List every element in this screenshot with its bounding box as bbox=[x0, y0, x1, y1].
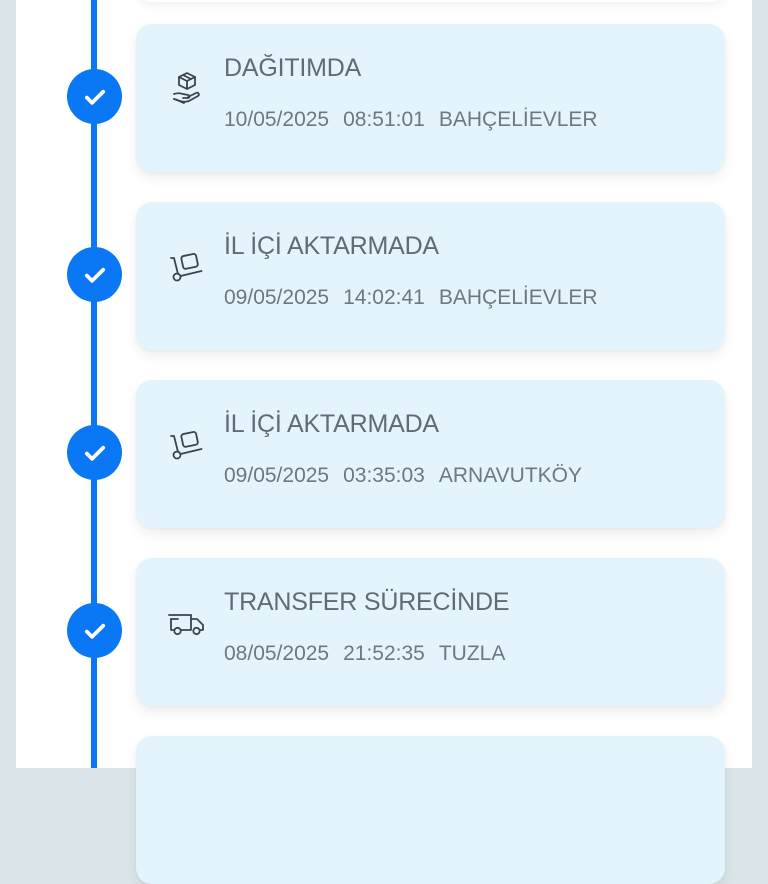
check-icon bbox=[67, 247, 122, 302]
event-time: 21:52:35 bbox=[343, 642, 425, 665]
event-date: 09/05/2025 bbox=[224, 464, 330, 487]
check-icon bbox=[67, 425, 122, 480]
timeline-line bbox=[91, 0, 97, 768]
timeline-event-card[interactable]: TRANSFER SÜRECİNDE 08/05/2025 21:52:35 TUZ… bbox=[136, 558, 725, 706]
hand-truck-icon bbox=[166, 424, 208, 466]
event-time: 08:51:01 bbox=[343, 108, 425, 131]
event-date: 08/05/2025 bbox=[224, 642, 330, 665]
event-status: İL İÇİ AKTARMADA bbox=[224, 232, 439, 260]
event-location: BAHÇELİEVLER bbox=[438, 286, 598, 309]
hand-package-icon bbox=[166, 68, 208, 110]
event-date: 09/05/2025 bbox=[224, 286, 330, 309]
event-meta: 09/05/2025 14:02:41 BAHÇELİEVLER bbox=[224, 286, 612, 310]
event-date: 10/05/2025 bbox=[224, 108, 330, 131]
event-meta: 10/05/2025 08:51:01 BAHÇELİEVLER bbox=[224, 108, 612, 132]
event-meta: 09/05/2025 03:35:03 ARNAVUTKÖY bbox=[224, 464, 596, 488]
event-status: DAĞITIMDA bbox=[224, 54, 362, 82]
event-status: TRANSFER SÜRECİNDE bbox=[224, 588, 510, 616]
timeline-event-card[interactable]: İL İÇİ AKTARMADA 09/05/2025 14:02:41 BAHÇE… bbox=[136, 202, 725, 350]
event-location: BAHÇELİEVLER bbox=[438, 108, 598, 131]
timeline-event-card[interactable]: İL İÇİ AKTARMADA 09/05/2025 03:35:03 ARNAV… bbox=[136, 380, 725, 528]
check-icon bbox=[67, 69, 122, 124]
event-location: TUZLA bbox=[438, 642, 506, 665]
delivery-truck-icon bbox=[166, 602, 208, 644]
event-status: İL İÇİ AKTARMADA bbox=[224, 410, 439, 438]
previous-card-edge bbox=[136, 0, 726, 2]
event-meta: 08/05/2025 21:52:35 TUZLA bbox=[224, 642, 519, 666]
check-icon bbox=[67, 603, 122, 658]
timeline-event-card-partial[interactable] bbox=[136, 736, 725, 884]
event-time: 03:35:03 bbox=[343, 464, 425, 487]
timeline-event-card[interactable]: DAĞITIMDA 10/05/2025 08:51:01 BAHÇELİEVLER bbox=[136, 24, 725, 172]
event-location: ARNAVUTKÖY bbox=[438, 464, 582, 487]
event-time: 14:02:41 bbox=[343, 286, 425, 309]
hand-truck-icon bbox=[166, 246, 208, 288]
